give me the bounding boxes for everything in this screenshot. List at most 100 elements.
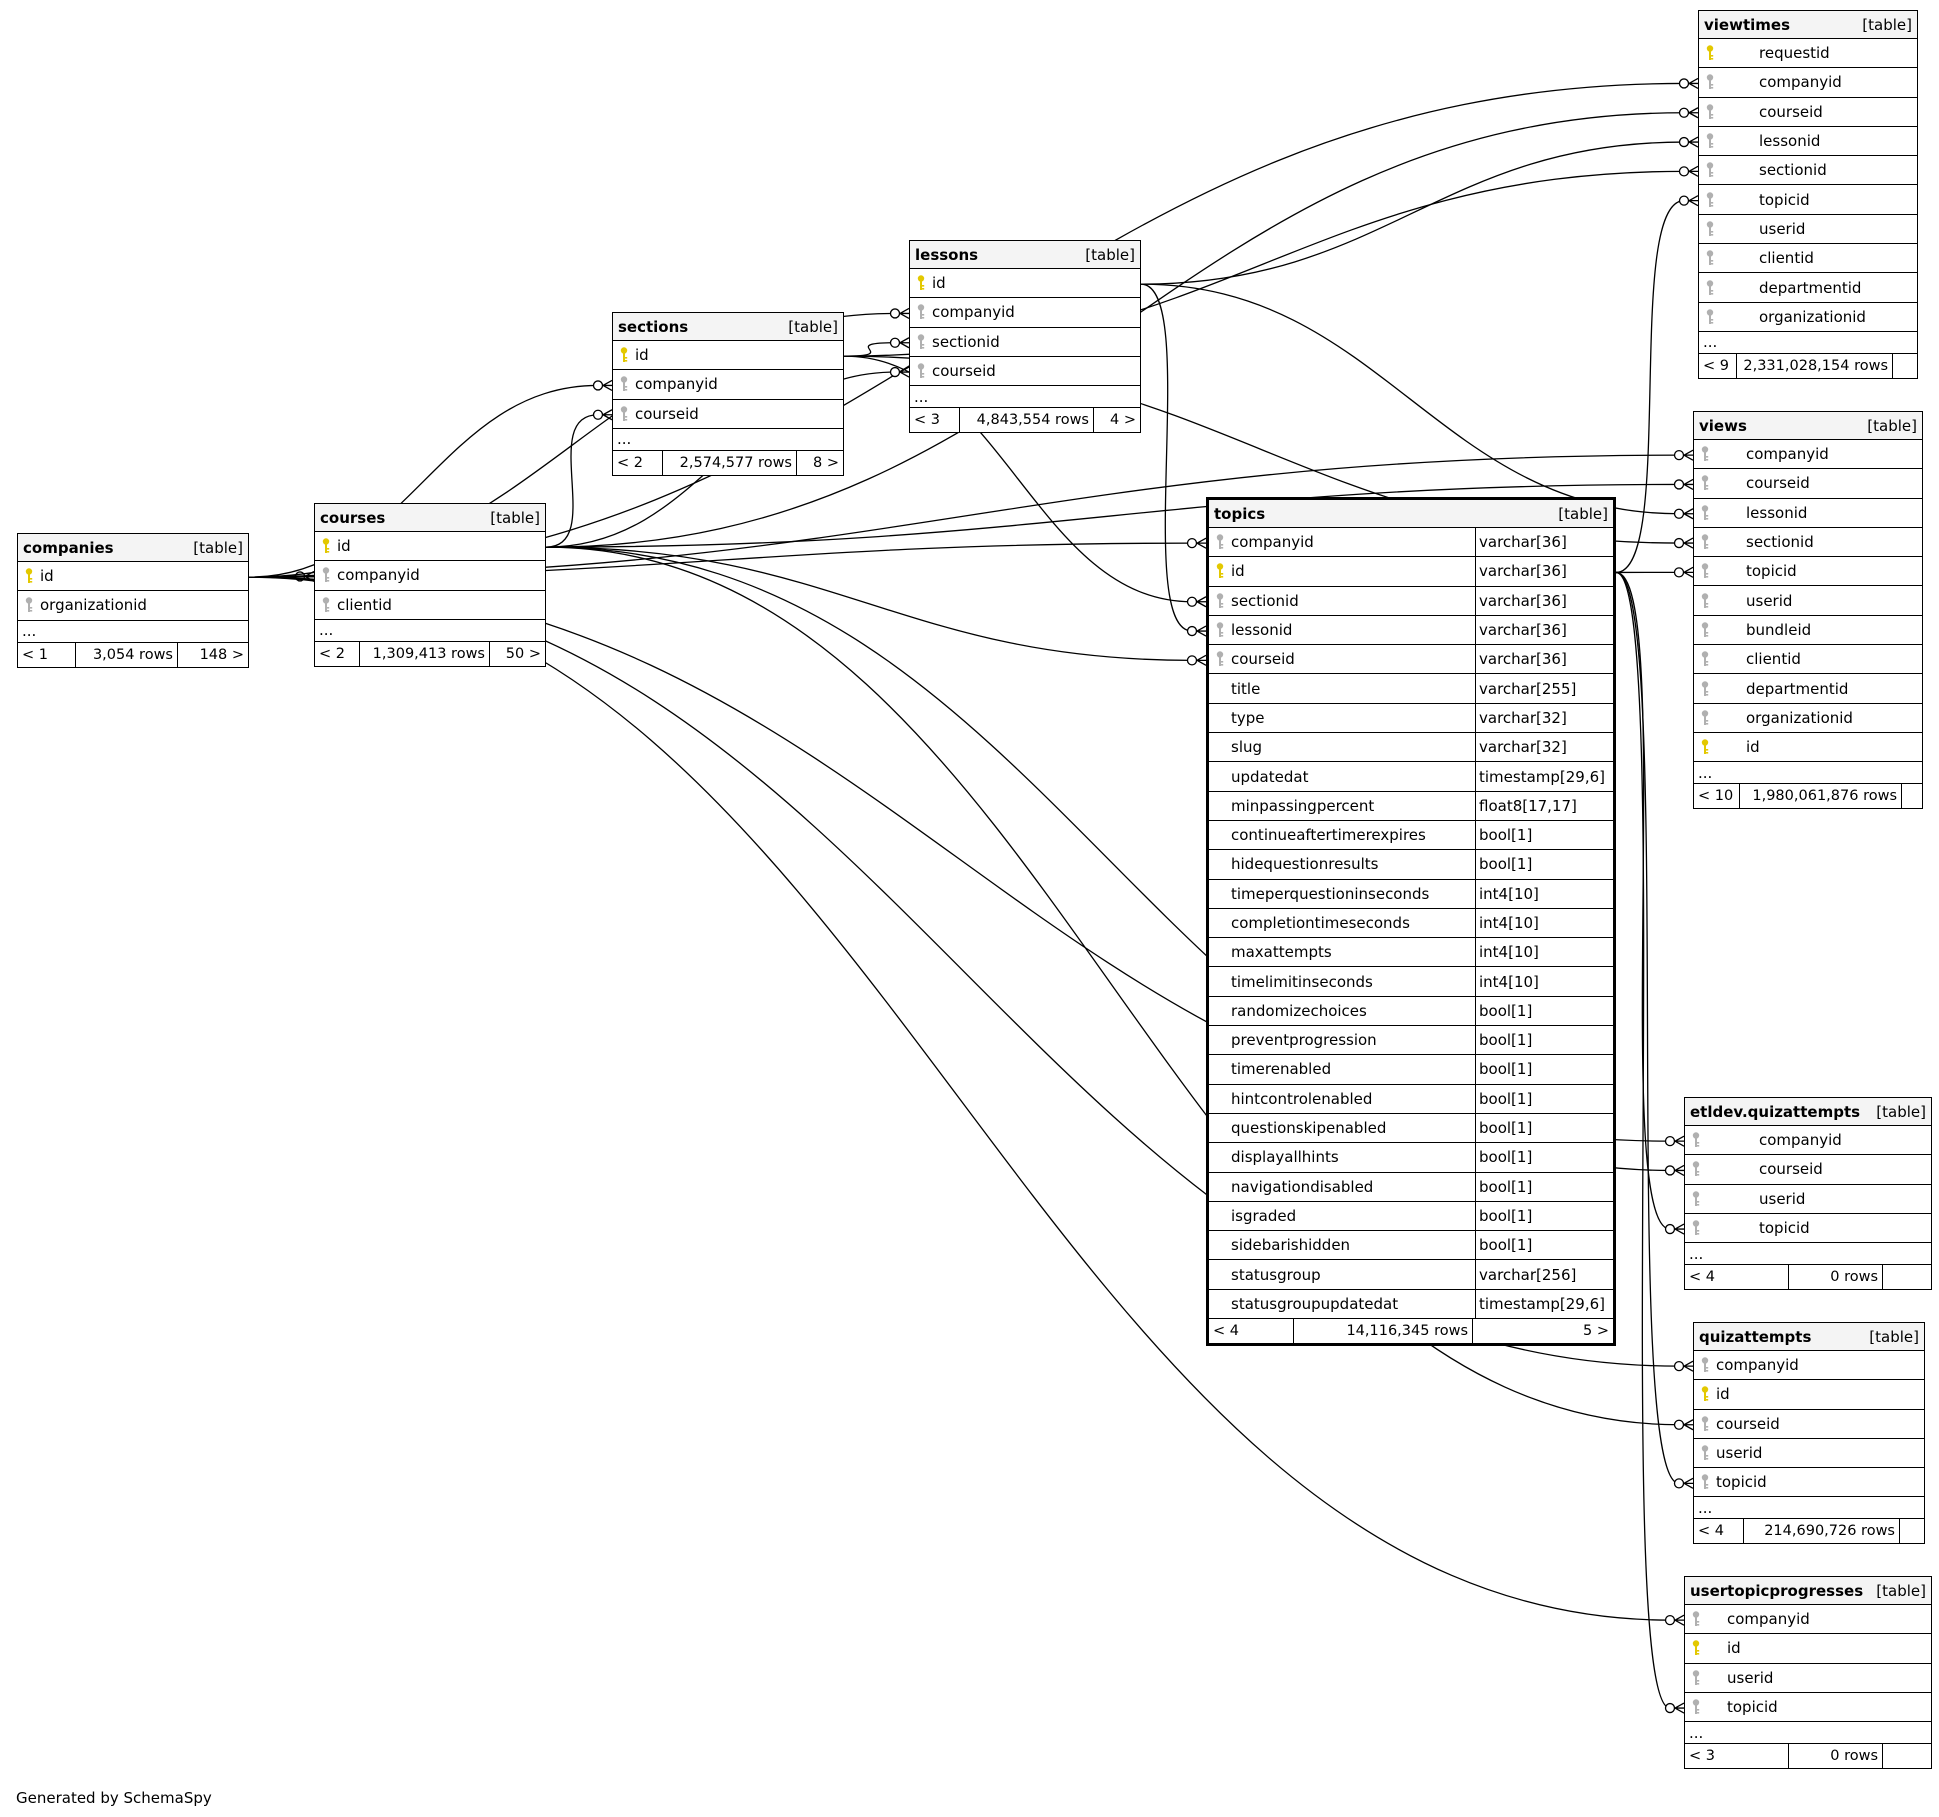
column-row[interactable]: topicid — [1685, 1214, 1931, 1244]
column-row[interactable]: sectionid — [910, 328, 1140, 357]
column-row[interactable]: clientid — [315, 591, 545, 620]
parents-count[interactable]: < 3 — [910, 408, 960, 433]
column-row[interactable]: clientid — [1699, 244, 1917, 274]
column-row[interactable]: topicid — [1694, 557, 1922, 587]
column-row[interactable]: id — [1685, 1634, 1931, 1664]
column-row[interactable]: companyid — [1685, 1605, 1931, 1635]
column-row[interactable]: topicid — [1694, 1468, 1924, 1498]
column-row[interactable]: topicid — [1699, 185, 1917, 215]
column-row[interactable]: id — [910, 269, 1140, 299]
column-row[interactable]: courseid — [910, 357, 1140, 387]
children-count[interactable] — [1900, 1519, 1924, 1543]
parents-count[interactable]: < 4 — [1685, 1265, 1789, 1290]
column-row[interactable]: companyid — [1699, 68, 1917, 98]
column-row[interactable]: departmentid — [1699, 273, 1917, 303]
parents-count[interactable]: < 2 — [315, 641, 360, 666]
column-row[interactable]: companyid — [613, 370, 843, 400]
parents-count[interactable]: < 9 — [1699, 353, 1737, 378]
column-row[interactable]: courseid — [1699, 98, 1917, 127]
column-row[interactable]: clientid — [1694, 645, 1922, 675]
column-row[interactable]: sectionid — [1699, 156, 1917, 186]
column-row[interactable]: bundleid — [1694, 616, 1922, 646]
column-row[interactable]: userid — [1694, 586, 1922, 616]
column-row[interactable]: companyid — [1685, 1126, 1931, 1156]
column-row[interactable]: userid — [1694, 1439, 1924, 1469]
column-row[interactable]: lessonid — [1694, 499, 1922, 528]
parents-count[interactable]: < 2 — [613, 450, 663, 475]
children-count[interactable] — [1902, 784, 1922, 808]
column-row[interactable]: departmentid — [1694, 674, 1922, 704]
column-row[interactable]: organizationid — [18, 591, 248, 621]
column-row[interactable]: userid — [1685, 1185, 1931, 1214]
column-row[interactable]: lessonid — [1699, 127, 1917, 157]
column-row[interactable]: courseid — [1685, 1155, 1931, 1185]
children-count[interactable] — [1893, 354, 1917, 378]
parents-count[interactable]: < 1 — [18, 642, 76, 667]
column-row[interactable]: companyid — [315, 561, 545, 591]
column-row[interactable]: courseid — [613, 400, 843, 429]
column-row[interactable]: requestid — [1699, 39, 1917, 69]
children-count[interactable]: 5 > — [1583, 1323, 1609, 1340]
column-row[interactable]: id — [613, 341, 843, 371]
column-row[interactable]: id — [1694, 1380, 1924, 1410]
children-count[interactable]: 148 > — [199, 646, 244, 663]
column-row[interactable]: userid — [1699, 215, 1917, 245]
column-row[interactable]: userid — [1685, 1664, 1931, 1693]
parents-count[interactable]: < 4 — [1209, 1319, 1294, 1344]
column-row[interactable]: id — [18, 562, 248, 592]
column-row[interactable]: companyid — [910, 298, 1140, 328]
column-row[interactable]: id — [315, 532, 545, 562]
column-row[interactable]: organizationid — [1694, 704, 1922, 733]
column-row[interactable]: companyid — [1694, 1351, 1924, 1381]
column-row[interactable]: companyid — [1694, 440, 1922, 470]
column-row[interactable]: sectionid — [1694, 528, 1922, 558]
children-count[interactable]: 50 > — [505, 645, 541, 662]
parents-count[interactable]: < 10 — [1694, 784, 1740, 809]
column-row[interactable]: topicid — [1685, 1693, 1931, 1723]
column-row[interactable]: organizationid — [1699, 303, 1917, 332]
parents-count[interactable]: < 3 — [1685, 1744, 1789, 1769]
column-row[interactable]: courseid — [1694, 469, 1922, 499]
children-count[interactable] — [1883, 1265, 1931, 1289]
children-count[interactable] — [1883, 1744, 1931, 1768]
column-row[interactable]: id — [1694, 733, 1922, 763]
parents-count[interactable]: < 4 — [1694, 1519, 1744, 1544]
column-row[interactable]: courseid — [1694, 1410, 1924, 1439]
